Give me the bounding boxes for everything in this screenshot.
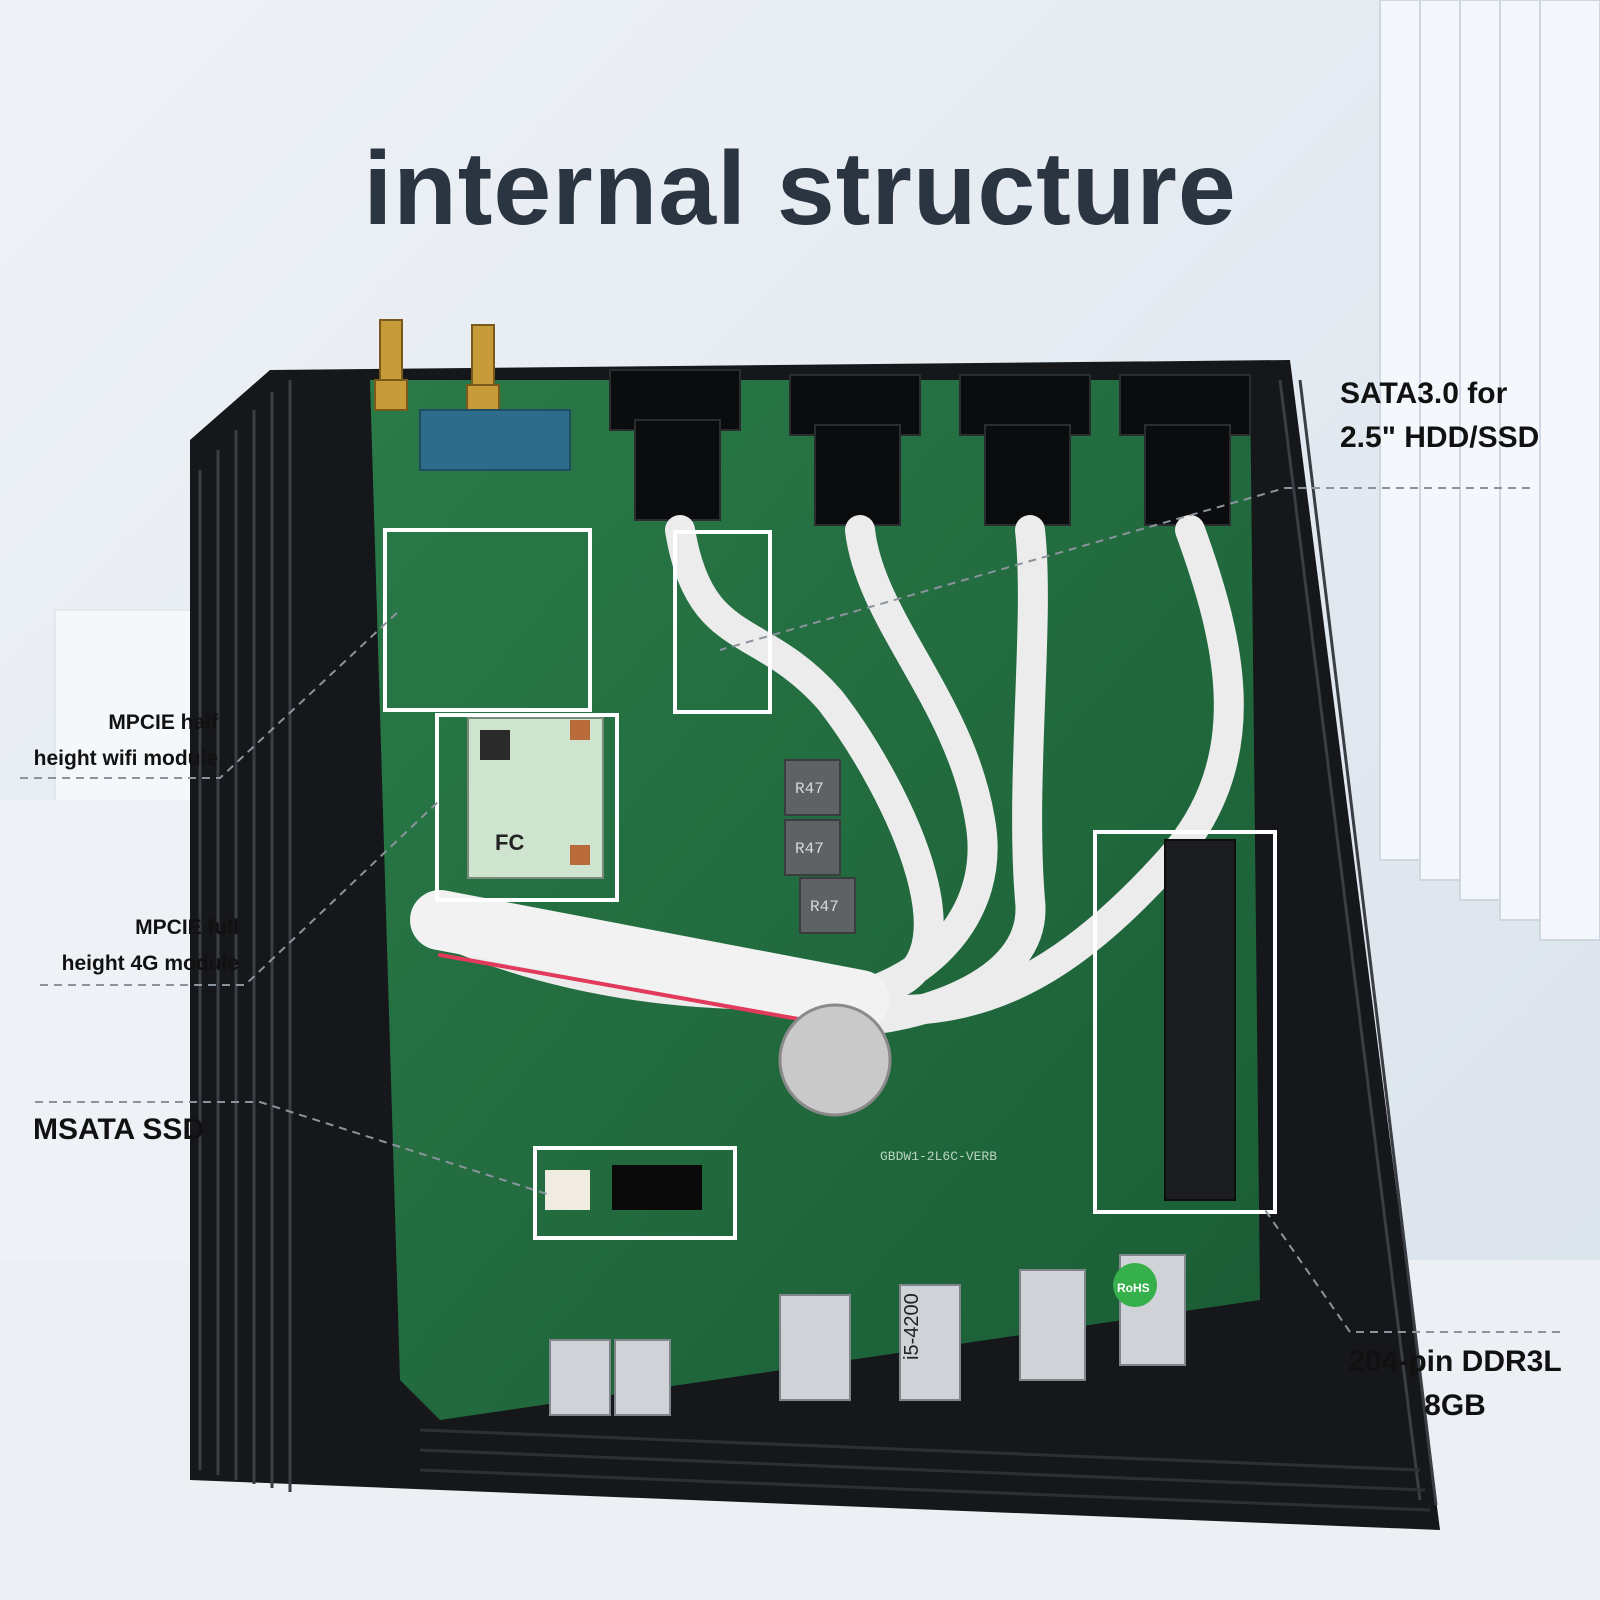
wifi-card: FC <box>467 717 604 879</box>
svg-text:RoHS: RoHS <box>1117 1281 1150 1295</box>
highlight-ddr <box>1093 830 1277 1214</box>
highlight-sata-port <box>673 530 772 714</box>
page-title: internal structure <box>363 131 1237 247</box>
sata-data-connector <box>612 1165 702 1210</box>
inductor-label: R47 <box>795 780 824 798</box>
ddr-slot <box>1164 839 1236 1201</box>
rohs-sticker-icon <box>1113 1263 1157 1307</box>
power-header <box>545 1170 590 1210</box>
callout-msata: MSATA SSD <box>33 1113 205 1146</box>
sata-power-connectors <box>609 369 1251 526</box>
inductor-label: R47 <box>795 840 824 858</box>
cpu-sticker: i5-4200 <box>901 1293 923 1360</box>
board-model-marking: GBDW1-2L6C-VERB <box>880 1149 997 1164</box>
callout-ddr: 204-pin DDR3L 8GB <box>1348 1345 1562 1422</box>
fcc-mark: FC <box>495 830 524 855</box>
highlight-boxes <box>383 528 1277 1240</box>
callout-mpcie-full: MPCIE full height 4G module <box>61 916 239 975</box>
antenna-connectors <box>374 319 500 416</box>
background-pillars <box>1379 0 1600 941</box>
serial-port <box>419 409 571 471</box>
leader-lines <box>20 487 1560 1333</box>
cmos-battery <box>778 1003 892 1117</box>
highlight-mpcie-half <box>383 528 592 712</box>
inductor-label: R47 <box>810 898 839 916</box>
highlight-mpcie-full <box>435 713 619 902</box>
callout-mpcie-half: MPCIE half height wifi module <box>33 711 218 770</box>
callout-sata: SATA3.0 for 2.5" HDD/SSD <box>1340 377 1540 454</box>
highlight-msata <box>533 1146 737 1240</box>
inductors <box>784 759 856 934</box>
